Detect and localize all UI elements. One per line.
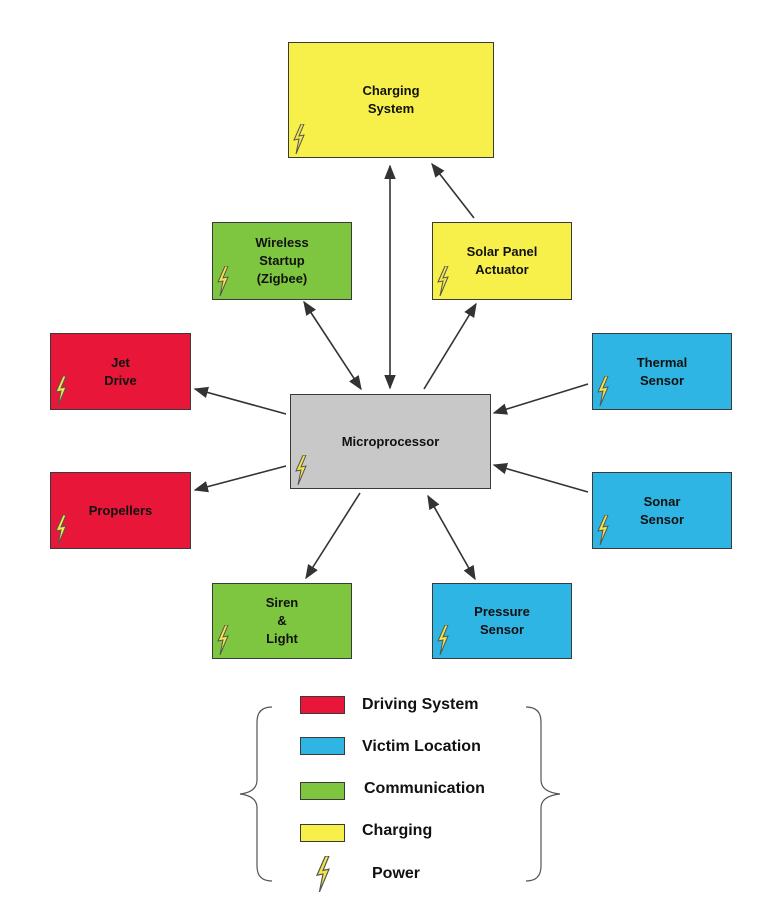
node-sonar-sensor: Sonar Sensor <box>592 472 732 549</box>
lightning-bolt-icon <box>293 124 305 154</box>
connection-arrows <box>193 162 589 581</box>
node-siren-light: Siren & Light <box>212 583 352 659</box>
lightning-bolt-icon <box>315 856 330 892</box>
legend-swatch-driving <box>300 696 345 714</box>
lightning-bolt-icon <box>437 625 449 655</box>
lightning-bolt-icon <box>55 376 67 406</box>
legend-swatch-victim <box>300 737 345 755</box>
legend-label-communication: Communication <box>364 780 485 797</box>
legend-braces <box>239 706 561 882</box>
arrow-sonar-sensor-to-microprocessor <box>492 463 589 493</box>
lightning-bolt-icon <box>217 625 229 655</box>
node-thermal-sensor: Thermal Sensor <box>592 333 732 410</box>
node-propellers: Propellers <box>50 472 191 549</box>
lightning-bolt-icon <box>55 515 67 545</box>
node-label: Solar Panel Actuator <box>466 244 538 277</box>
legend-label-driving: Driving System <box>362 696 479 713</box>
node-charging-system: Charging System <box>288 42 494 158</box>
legend-label-power: Power <box>372 865 421 882</box>
legend-label-victim: Victim Location <box>362 738 481 755</box>
node-label: Sonar Sensor <box>639 493 685 527</box>
node-label: Propellers <box>88 502 153 518</box>
lightning-bolt-icon <box>295 455 307 485</box>
node-label: Thermal Sensor <box>636 354 688 388</box>
node-solar-panel-actuator: Solar Panel Actuator <box>432 222 572 300</box>
arrow-microprocessor-to-wireless-startup <box>303 300 362 391</box>
node-label: Siren & Light <box>265 595 299 646</box>
arrow-microprocessor-to-jet-drive <box>193 386 287 415</box>
lightning-bolt-icon <box>597 376 609 406</box>
node-microprocessor: Microprocessor <box>290 394 491 489</box>
node-pressure-sensor: Pressure Sensor <box>432 583 572 659</box>
legend-swatch-communication <box>300 782 345 800</box>
node-jet-drive: Jet Drive <box>50 333 191 410</box>
node-wireless-startup: Wireless Startup (Zigbee) <box>212 222 352 300</box>
legend-label-charging: Charging <box>362 822 433 839</box>
lightning-bolt-icon <box>597 515 609 545</box>
node-label: Wireless Startup (Zigbee) <box>255 235 309 286</box>
node-label: Jet Drive <box>104 354 137 388</box>
node-label: Microprocessor <box>341 433 440 449</box>
arrow-microprocessor-to-propellers <box>193 465 287 493</box>
arrow-microprocessor-to-solar-panel-actuator <box>423 302 477 390</box>
arrow-solar-panel-actuator-to-charging-system <box>431 162 475 219</box>
node-label: Charging System <box>362 83 420 116</box>
lightning-bolt-icon <box>437 266 449 296</box>
node-label: Pressure Sensor <box>474 604 530 637</box>
arrow-microprocessor-to-siren-light <box>305 492 361 580</box>
lightning-bolt-icon <box>217 266 229 296</box>
legend-swatch-charging <box>300 824 345 842</box>
arrow-microprocessor-to-pressure-sensor <box>427 494 476 581</box>
arrow-thermal-sensor-to-microprocessor <box>492 383 589 415</box>
